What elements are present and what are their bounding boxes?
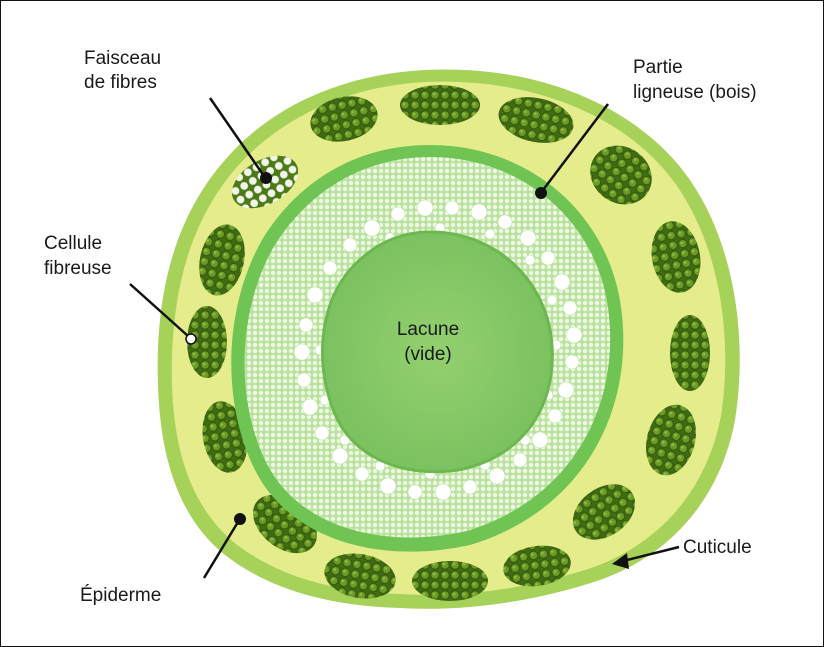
label-partie-line2: ligneuse (bois) xyxy=(633,82,757,103)
label-epiderme: Épiderme xyxy=(80,585,161,606)
fiber-bundle xyxy=(412,561,488,601)
fiber-bundle xyxy=(400,85,480,125)
pointer-dot xyxy=(186,334,196,344)
fiber-bundle xyxy=(670,315,710,391)
label-partie-line1: Partie xyxy=(633,57,683,78)
label-cellule-line1: Cellule xyxy=(44,233,102,254)
label-lacune-line1: Lacune xyxy=(397,319,459,340)
pointer-dot xyxy=(234,513,246,525)
label-faisceau-line2: de fibres xyxy=(84,72,157,93)
label-lacune-line2: (vide) xyxy=(404,344,452,365)
label-cuticule: Cuticule xyxy=(683,537,752,558)
label-cellule-line2: fibreuse xyxy=(44,258,112,279)
label-faisceau-line1: Faisceau xyxy=(84,48,161,69)
pointer-dot xyxy=(260,172,272,184)
pointer-dot xyxy=(535,187,547,199)
